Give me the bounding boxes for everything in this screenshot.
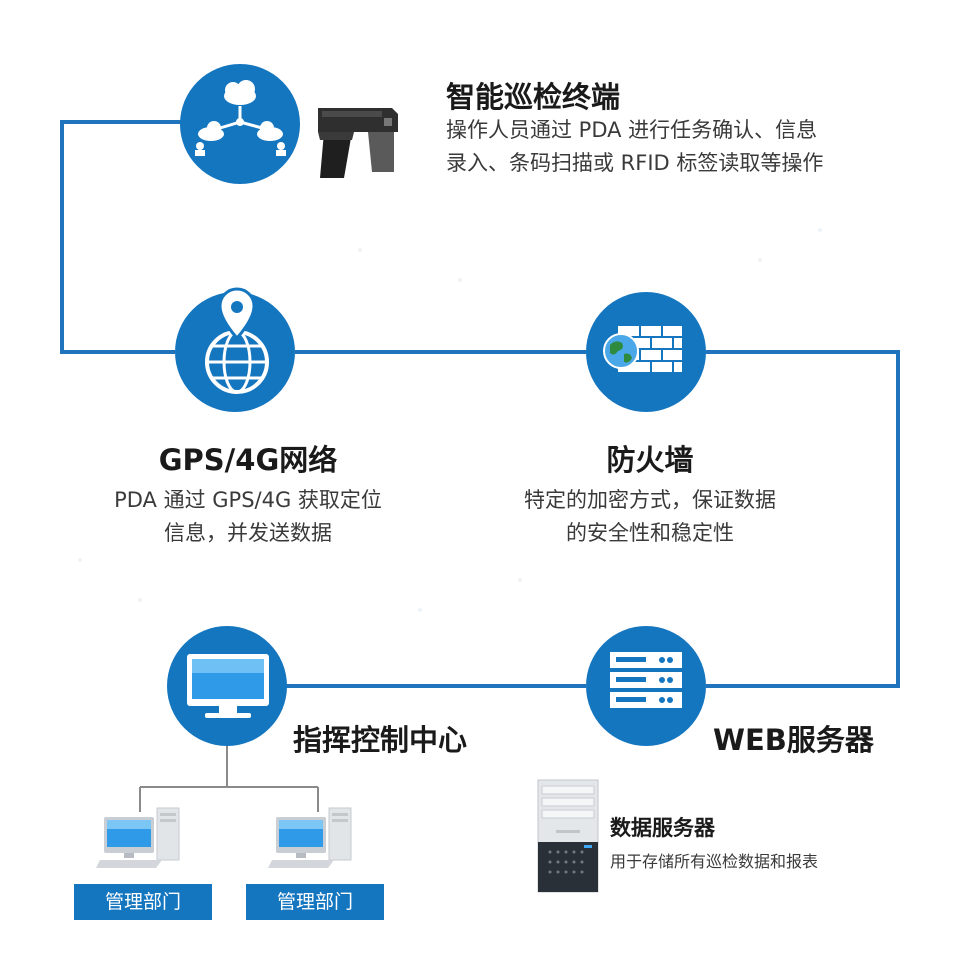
- network-desc-line1: PDA 通过 GPS/4G 获取定位: [114, 488, 382, 512]
- location-globe-icon: [205, 287, 269, 394]
- department-computer-left: [96, 807, 180, 868]
- terminal-title: 智能巡检终端: [446, 80, 621, 114]
- network-title: GPS/4G网络: [158, 443, 338, 477]
- background-pattern: [78, 228, 822, 612]
- data-server-desc: 用于存储所有巡检数据和报表: [610, 852, 819, 871]
- firewall-globe-icon: [603, 326, 682, 372]
- line-terminal-to-network: [60, 120, 182, 354]
- control-center-title: 指挥控制中心: [293, 723, 468, 757]
- tree-lines: [139, 742, 319, 812]
- department-label-left: 管理部门: [74, 884, 212, 920]
- monitor-icon: [187, 654, 269, 718]
- line-firewall-to-web: [706, 350, 900, 688]
- web-server-title: WEB服务器: [713, 723, 874, 757]
- department-label-right: 管理部门: [246, 884, 384, 920]
- firewall-title: 防火墙: [606, 443, 694, 477]
- terminal-desc-line1: 操作人员通过 PDA 进行任务确认、信息: [446, 118, 818, 142]
- connection-lines: [60, 120, 900, 688]
- pda-scanner-icon: [318, 108, 398, 178]
- firewall-desc-line2: 的安全性和稳定性: [566, 521, 734, 545]
- firewall-desc-line1: 特定的加密方式，保证数据: [524, 488, 776, 512]
- data-server-title: 数据服务器: [610, 816, 715, 840]
- network-desc-line2: 信息，并发送数据: [164, 521, 332, 545]
- tower-server-icon: [537, 779, 599, 893]
- cloud-network-icon: [195, 80, 286, 156]
- server-rack-icon: [610, 652, 682, 708]
- department-computer-right: [268, 807, 352, 868]
- terminal-desc-line2: 录入、条码扫描或 RFID 标签读取等操作: [446, 151, 824, 175]
- network-node-circle: [175, 292, 295, 412]
